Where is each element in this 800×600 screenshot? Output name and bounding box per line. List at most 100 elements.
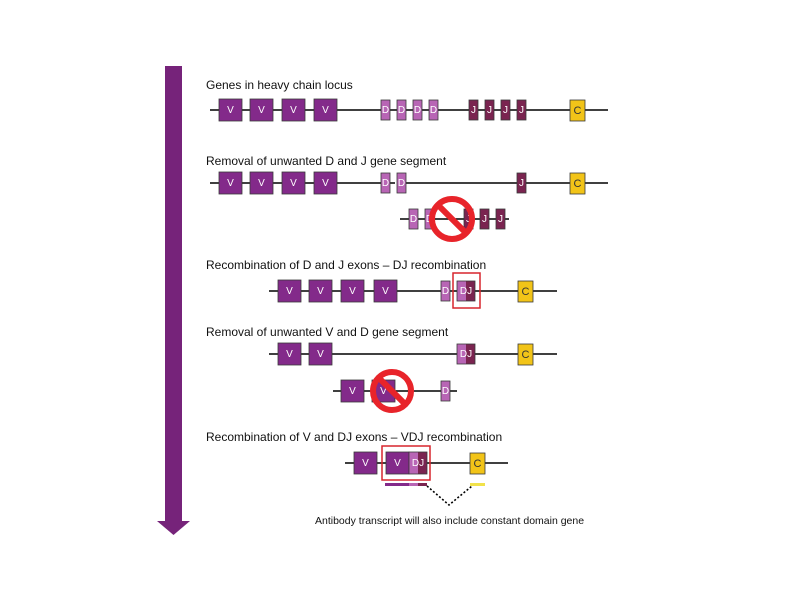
c-gene-segment: [569, 172, 586, 195]
step-4-title: Removal of unwanted V and D gene segment: [206, 325, 449, 339]
dj-segment-label: DJ: [460, 286, 472, 297]
dj-joined-segment: DJ: [408, 451, 428, 475]
j-gene-segment: [516, 172, 527, 194]
d-gene-segment: [396, 99, 407, 121]
transcript-bar-v: [385, 483, 409, 486]
v-segment-label: V: [258, 105, 265, 116]
step-5-title: Recombination of V and DJ exons – VDJ re…: [206, 430, 502, 444]
v-gene-segment: [281, 171, 306, 195]
c-segment-label: C: [522, 349, 530, 361]
prohibited-slash: [435, 202, 469, 236]
j-gene-segment: [516, 99, 527, 121]
prohibited-icon: [370, 369, 414, 413]
v-segment-label: V: [349, 386, 356, 397]
d-gene-segment: [412, 99, 423, 121]
v-gene-segment: [281, 98, 306, 122]
prohibited-ring: [370, 369, 414, 413]
d-gene-segment: [396, 172, 407, 194]
step-2-title: Removal of unwanted D and J gene segment: [206, 154, 447, 168]
excised-dj-fragment: D D J J J: [400, 196, 509, 242]
j-segment-label: J: [503, 105, 508, 116]
arrow-head: [157, 521, 190, 535]
arrow-shaft: [165, 66, 182, 522]
step-3-title: Recombination of D and J exons – DJ reco…: [206, 258, 486, 272]
v-gene-segment: [218, 171, 243, 195]
v-gene-segment: [277, 342, 302, 366]
dj-joined-segment: DJ: [456, 343, 476, 365]
v-gene-segment: [373, 279, 398, 303]
dj-d-part: [457, 281, 466, 301]
dj-segment-label: DJ: [460, 349, 472, 360]
d-gene-segment: [380, 172, 391, 194]
process-arrow: [157, 66, 190, 535]
v-segment-label: V: [227, 105, 234, 116]
v-segment-label: V: [380, 386, 387, 397]
d-gene-segment: [380, 99, 391, 121]
j-segment-label: J: [471, 105, 476, 116]
dj-j-part: [418, 452, 427, 474]
v-gene-segment: [340, 379, 365, 403]
j-segment-label: J: [482, 214, 487, 225]
dj-d-part: [409, 452, 418, 474]
d-gene-segment: [428, 99, 439, 121]
d-segment-label: D: [442, 286, 449, 297]
v-segment-label: V: [227, 178, 234, 189]
d-segment-label: D: [442, 386, 449, 397]
transcript-bar-j: [418, 483, 427, 486]
c-segment-label: C: [474, 458, 482, 470]
d-gene-segment: [440, 280, 451, 302]
d-segment-label: D: [398, 105, 405, 116]
d-gene-segment: [408, 208, 419, 230]
d-segment-label: D: [430, 105, 437, 116]
row-vdj-recombined: V V DJ C: [345, 445, 508, 507]
v-segment-label: V: [290, 105, 297, 116]
j-gene-segment: [500, 99, 511, 121]
j-gene-segment: [495, 208, 506, 230]
v-segment-label: V: [290, 178, 297, 189]
vdj-highlight-box: [381, 445, 431, 481]
dj-d-part: [457, 344, 466, 364]
prohibited-slash: [376, 375, 408, 407]
transcript-caption: Antibody transcript will also include co…: [315, 515, 584, 527]
transcript-bar-d: [409, 483, 418, 486]
d-segment-label: D: [382, 178, 389, 189]
row-after-vd-removal: V V DJ C: [269, 342, 557, 366]
v-segment-label: V: [322, 105, 329, 116]
v-segment-label: V: [317, 349, 324, 360]
v-segment-label: V: [394, 458, 401, 469]
c-gene-segment: [517, 343, 534, 366]
v-gene-segment: [313, 171, 338, 195]
dj-outline: [456, 280, 476, 302]
d-segment-label: D: [414, 105, 421, 116]
v-segment-label: V: [317, 286, 324, 297]
j-segment-label: J: [519, 178, 524, 189]
v-segment-label: V: [349, 286, 356, 297]
v-gene-segment: [308, 279, 333, 303]
v-segment-label: V: [322, 178, 329, 189]
splice-connector: [426, 485, 473, 507]
v-segment-label: V: [362, 458, 369, 469]
dj-outline: [456, 343, 476, 365]
d-gene-segment: [440, 380, 451, 402]
v-segment-label: V: [286, 349, 293, 360]
j-gene-segment: [479, 208, 490, 230]
dj-j-part: [466, 344, 475, 364]
d-segment-label: D: [398, 178, 405, 189]
v-segment-label: V: [286, 286, 293, 297]
v-gene-segment: [249, 171, 274, 195]
row-after-dj-removal: V V V V D D J C: [210, 171, 608, 195]
dj-joined-segment: DJ: [456, 280, 476, 302]
j-segment-label: J: [466, 214, 471, 225]
v-gene-segment: [218, 98, 243, 122]
j-segment-label: J: [498, 214, 503, 225]
v-segment-label: V: [258, 178, 265, 189]
prohibited-ring: [429, 196, 475, 242]
v-segment-label: V: [382, 286, 389, 297]
dj-outline: [408, 451, 428, 475]
dj-segment-label: DJ: [412, 458, 424, 469]
c-gene-segment: [517, 280, 534, 303]
v-gene-segment: [249, 98, 274, 122]
dj-highlight-box: [452, 272, 481, 309]
